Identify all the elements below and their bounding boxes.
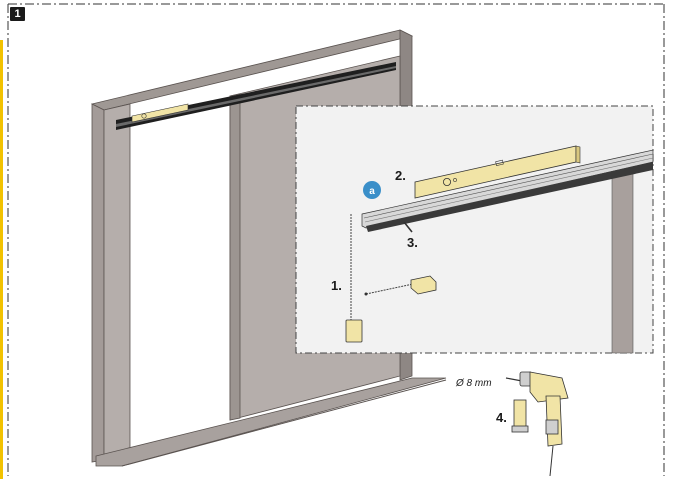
spirit-level: [414, 145, 581, 199]
label-rail: 3.: [407, 235, 418, 250]
tape-line: [365, 283, 414, 295]
label-drill: 4.: [496, 410, 507, 425]
plumb-bob: [345, 319, 363, 343]
callout-a-letter: a: [369, 186, 375, 197]
top-rail: [116, 62, 396, 130]
step-number-badge: 1: [10, 7, 25, 21]
page-frame: [7, 3, 665, 476]
wall-panel-edge: [229, 93, 241, 421]
tape-measure: [410, 275, 437, 295]
left-jamb: [91, 103, 105, 463]
detail-inset: a 1. 2. 3.: [295, 105, 654, 354]
drill-icon: [505, 371, 569, 477]
inset-wall-right: [611, 157, 634, 354]
callout-a-badge: [363, 181, 381, 199]
small-level: [131, 103, 189, 123]
label-marker: 1.: [331, 278, 342, 293]
screw-mark: [403, 221, 413, 233]
label-level: 2.: [395, 168, 406, 183]
left-jamb-face: [103, 103, 131, 461]
drill-size-label: Ø 8 mm: [455, 378, 492, 389]
floor-threshold: [95, 377, 447, 467]
